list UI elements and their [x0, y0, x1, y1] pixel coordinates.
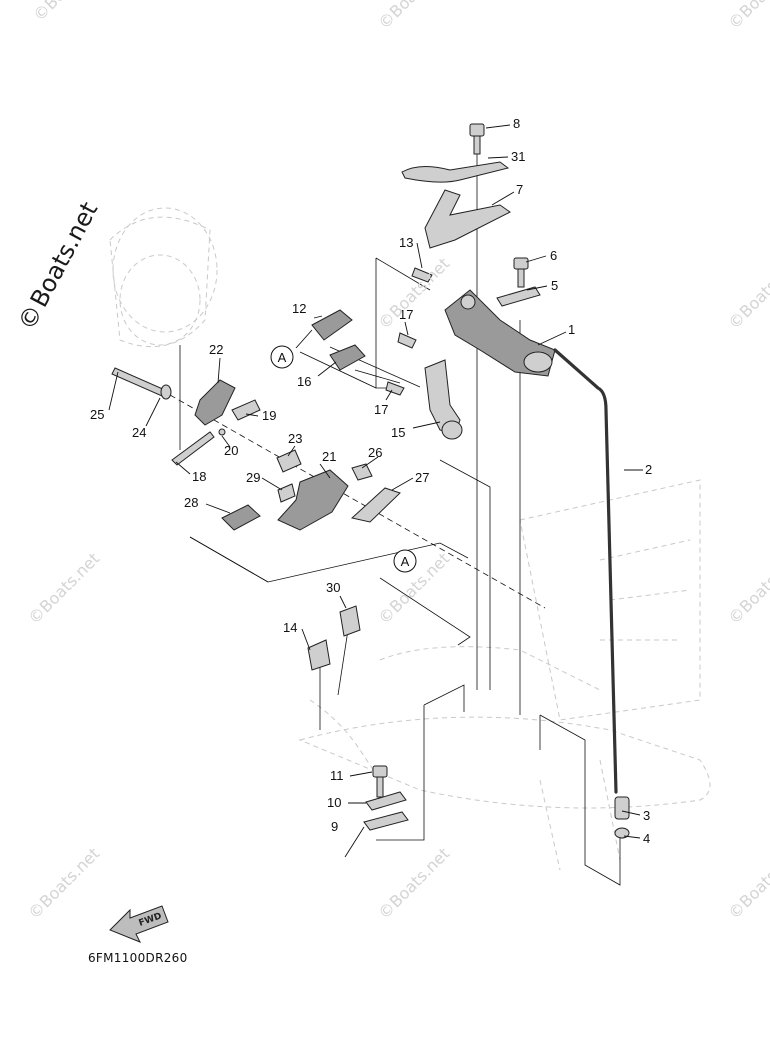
callout-9: 9 [331, 819, 338, 834]
svg-text:Boats.net: Boats.net [736, 844, 770, 912]
throttle-rod [553, 348, 618, 794]
callout-22: 22 [209, 342, 223, 357]
svg-text:Boats.net: Boats.net [386, 844, 454, 912]
callout-29: 29 [246, 470, 260, 485]
callout-14: 14 [283, 620, 297, 635]
callout-19: 19 [262, 408, 276, 423]
svg-text:Boats.net: Boats.net [386, 0, 454, 22]
fwd-arrow-icon: FWD [109, 905, 169, 943]
callout-1: 1 [568, 322, 575, 337]
callout-6: 6 [550, 248, 557, 263]
callout-2: 2 [645, 462, 652, 477]
svg-text:A: A [401, 554, 410, 569]
svg-text:Boats.net: Boats.net [736, 254, 770, 322]
boats-net-watermark-main: Boats.net [25, 197, 104, 312]
svg-text:Boats.net: Boats.net [36, 549, 104, 617]
ref-marker-a-right: A [393, 549, 417, 573]
callout-20: 20 [224, 443, 238, 458]
svg-text:Boats.net: Boats.net [41, 0, 109, 14]
callout-10: 10 [327, 795, 341, 810]
ref-marker-a-left: A [270, 345, 294, 369]
callout-17-b: 17 [374, 402, 388, 417]
svg-text:Boats.net: Boats.net [386, 254, 454, 322]
callout-21: 21 [322, 449, 336, 464]
callout-24: 24 [132, 425, 146, 440]
callout-7: 7 [516, 182, 523, 197]
callout-31: 31 [511, 149, 525, 164]
callout-30: 30 [326, 580, 340, 595]
callout-4: 4 [643, 831, 650, 846]
callout-15: 15 [391, 425, 405, 440]
callout-25: 25 [90, 407, 104, 422]
callout-23: 23 [288, 431, 302, 446]
svg-text:Boats.net: Boats.net [736, 549, 770, 617]
ghost-engine-outline [109, 207, 711, 871]
callout-8: 8 [513, 116, 520, 131]
callout-26: 26 [368, 445, 382, 460]
callout-11: 11 [330, 768, 344, 783]
diagram-code: 6FM1100DR260 [88, 951, 188, 965]
callout-18: 18 [192, 469, 206, 484]
svg-text:Boats.net: Boats.net [36, 844, 104, 912]
callout-17: 17 [399, 307, 413, 322]
callout-16: 16 [297, 374, 311, 389]
callout-13: 13 [399, 235, 413, 250]
watermarks: © Boats.net ©Boats.net ©Boats.net ©Boats… [13, 0, 770, 923]
callout-28: 28 [184, 495, 198, 510]
callout-12: 12 [292, 301, 306, 316]
callout-3: 3 [643, 808, 650, 823]
leader-lines [108, 124, 643, 858]
callout-27: 27 [415, 470, 429, 485]
callout-5: 5 [551, 278, 558, 293]
svg-text:A: A [278, 350, 287, 365]
callout-labels: 1 2 3 4 5 6 7 8 9 10 11 12 13 14 15 16 1… [90, 116, 652, 846]
assembly-guide-lines [169, 140, 621, 886]
part-shapes [111, 123, 630, 839]
